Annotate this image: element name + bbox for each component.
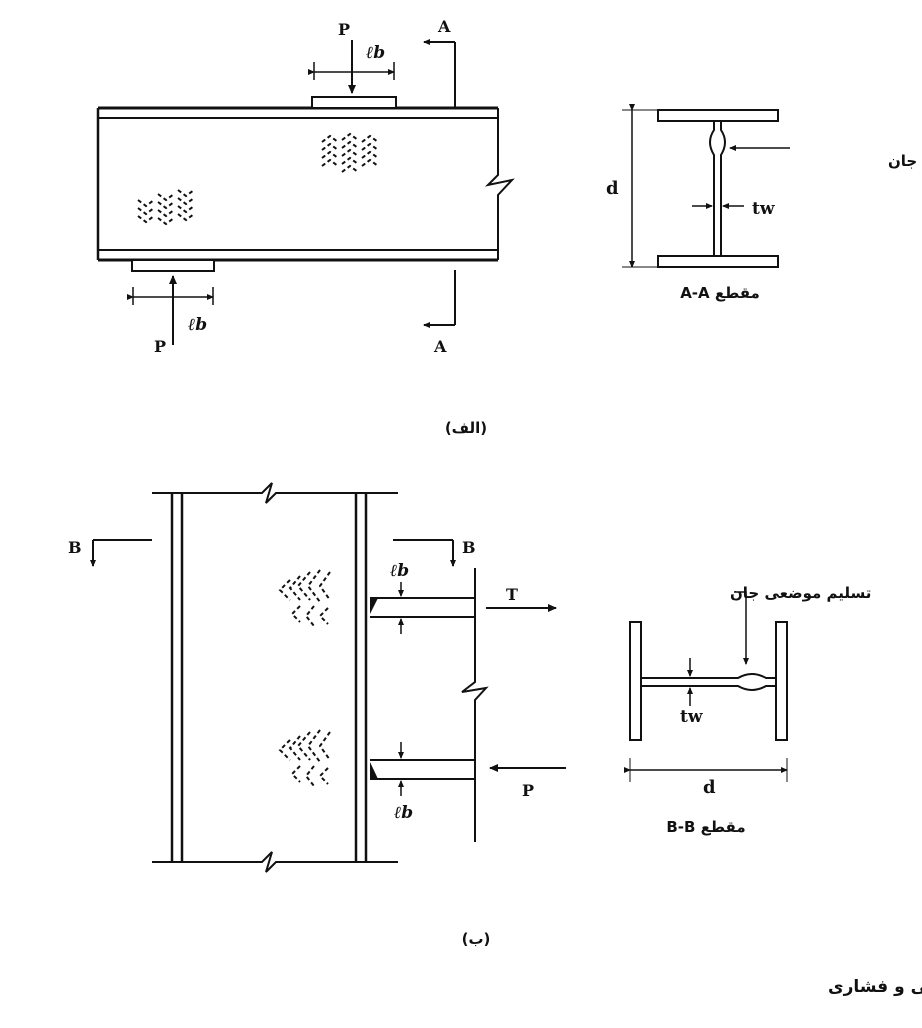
figure-caption: شکل ۱۰-۲-۹-۲۴: تسلیم موضعی جان در مقابل … <box>828 977 922 997</box>
load-label-bottom: P <box>154 337 166 356</box>
section-caption-aa: مقطع A-A <box>680 284 760 302</box>
web-thickness-label-bb: tw <box>680 707 703 727</box>
beam-elevation <box>96 106 515 262</box>
cut-label-b-left: B <box>68 538 82 557</box>
subcaption-top: (الف) <box>445 419 487 437</box>
yield-note-bb: تسلیم موضعی جان <box>730 584 871 602</box>
connected-beam <box>370 568 489 842</box>
section-cut-b <box>90 539 456 567</box>
tension-label: T <box>506 585 518 604</box>
section-bb-shape <box>624 591 788 782</box>
cut-label-a-bottom: A <box>433 337 447 356</box>
section-cut-a <box>423 39 456 328</box>
subcaption-bottom: (ب) <box>462 930 491 948</box>
web-yield-hatching-tension <box>278 569 331 627</box>
section-caption-bb: مقطع B-B <box>666 818 745 836</box>
bearing-label-tension: ℓb <box>390 561 409 581</box>
depth-label-bb: d <box>703 777 716 798</box>
bearing-label-compression: ℓb <box>394 803 413 823</box>
bearing-plate-bottom <box>131 259 215 272</box>
bearing-label-bottom: ℓb <box>188 315 207 335</box>
column-elevation <box>152 482 398 873</box>
bearing-label-top: ℓb <box>366 43 385 63</box>
web-yield-hatching-top <box>321 132 379 173</box>
bearing-plate-top <box>311 96 397 109</box>
section-aa-shape <box>622 104 790 268</box>
depth-label-aa: d <box>606 178 619 199</box>
web-thickness-label-aa: tw <box>752 199 775 219</box>
load-label-top: P <box>338 20 350 39</box>
yield-note-aa: تسلیم موضعی جان <box>888 152 922 170</box>
compression-label: P <box>522 781 534 800</box>
web-yield-hatching-compression <box>278 729 331 787</box>
web-yield-hatching-bottom <box>137 189 195 226</box>
cut-label-b-right: B <box>462 538 476 557</box>
cut-label-a-top: A <box>437 17 451 36</box>
